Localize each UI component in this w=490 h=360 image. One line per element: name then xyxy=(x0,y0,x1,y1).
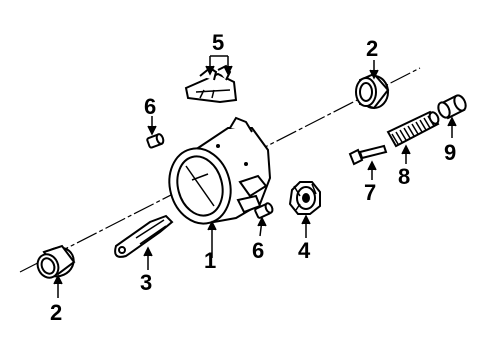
callout-6-upper: 6 xyxy=(144,94,156,119)
bearing-upper-right xyxy=(355,72,390,110)
callout-9: 9 xyxy=(444,140,456,165)
callout-3: 3 xyxy=(140,270,152,295)
screw-upper xyxy=(146,133,165,149)
bolt xyxy=(348,144,388,166)
callout-4: 4 xyxy=(298,238,311,263)
leader-lines xyxy=(53,55,457,298)
housing xyxy=(168,116,272,225)
callout-2-upper: 2 xyxy=(366,36,378,61)
callout-1: 1 xyxy=(204,248,216,273)
callout-6-lower: 6 xyxy=(252,238,264,263)
callout-2-lower: 2 xyxy=(50,300,62,325)
spring xyxy=(386,110,440,148)
screw-lower xyxy=(254,202,274,219)
bearing-lower-left xyxy=(36,244,76,279)
sleeve xyxy=(437,94,467,120)
lever-bracket xyxy=(114,214,174,258)
callout-5: 5 xyxy=(212,30,224,55)
callout-7: 7 xyxy=(364,180,376,205)
callout-8: 8 xyxy=(398,164,410,189)
gear xyxy=(288,181,321,215)
